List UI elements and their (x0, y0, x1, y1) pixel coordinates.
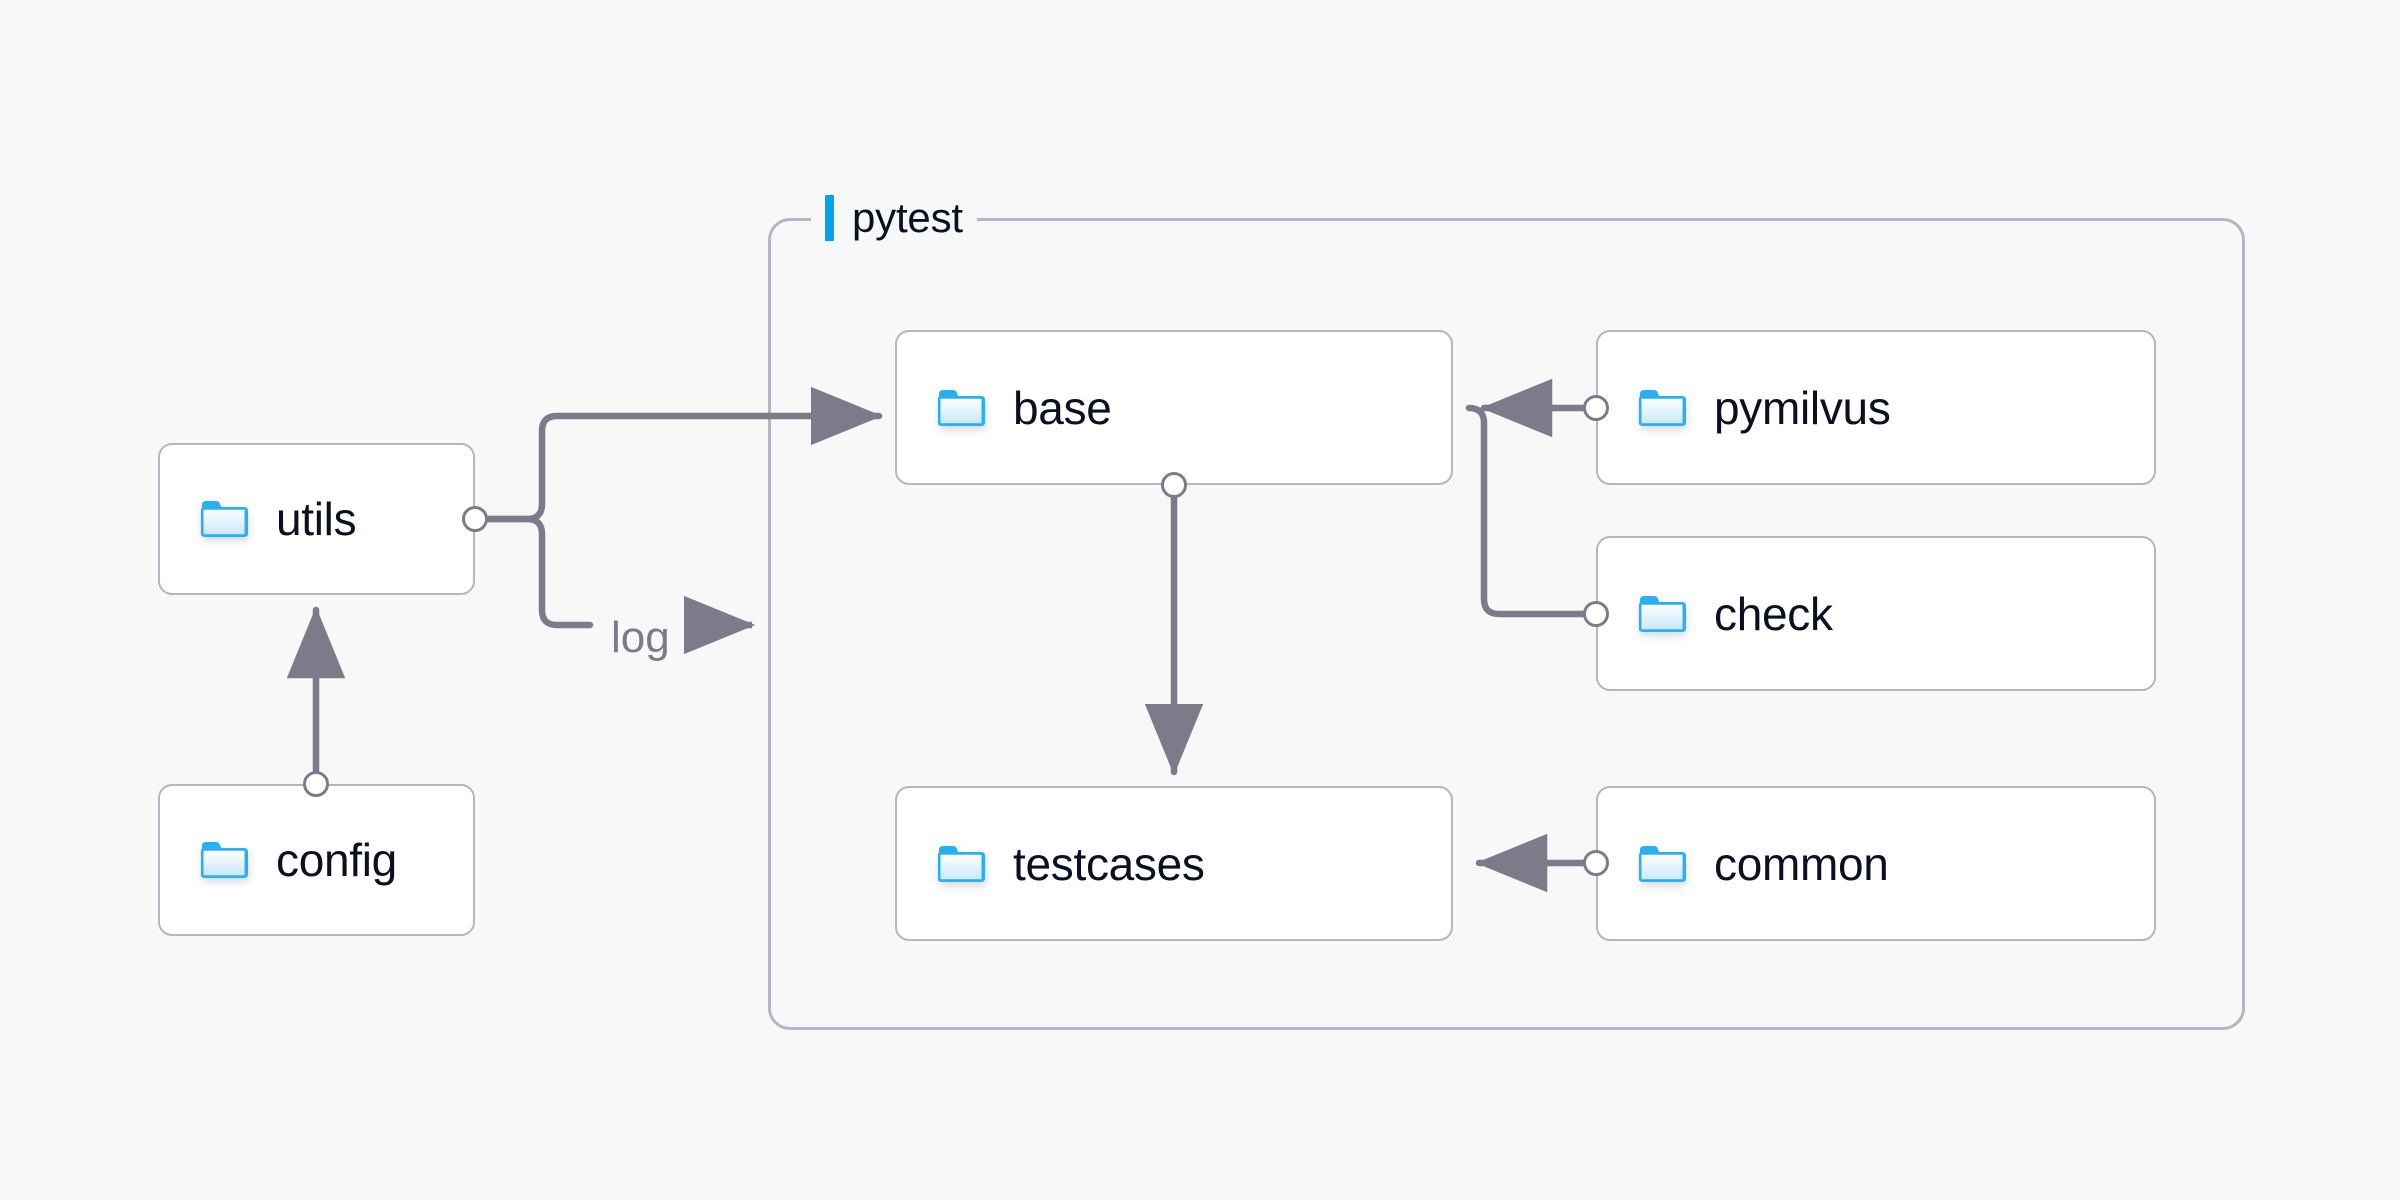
folder-icon (937, 844, 985, 884)
node-testcases[interactable]: testcases (895, 786, 1453, 941)
node-config[interactable]: config (158, 784, 475, 936)
node-check[interactable]: check (1596, 536, 2156, 691)
port-check-left[interactable] (1583, 601, 1609, 627)
node-label: common (1714, 837, 1889, 890)
folder-icon (1638, 594, 1686, 634)
node-common[interactable]: common (1596, 786, 2156, 941)
folder-icon (1638, 844, 1686, 884)
edge-utils-to-log (484, 515, 594, 629)
node-label: base (1013, 381, 1112, 434)
port-pymilvus-left[interactable] (1583, 395, 1609, 421)
node-pymilvus[interactable]: pymilvus (1596, 330, 2156, 485)
port-config-top[interactable] (303, 771, 329, 797)
folder-icon (937, 388, 985, 428)
group-container-pytest[interactable] (768, 218, 2245, 1030)
node-label: check (1714, 587, 1833, 640)
folder-icon (200, 499, 248, 539)
group-label-pytest: pytest (811, 186, 977, 250)
node-base[interactable]: base (895, 330, 1453, 485)
node-label: pymilvus (1714, 381, 1891, 434)
edge-label-log: log (611, 613, 670, 662)
port-common-left[interactable] (1583, 850, 1609, 876)
group-accent-bar (825, 195, 834, 241)
port-base-bottom[interactable] (1161, 472, 1187, 498)
port-utils-right[interactable] (462, 506, 488, 532)
node-label: utils (276, 493, 357, 545)
folder-icon (1638, 388, 1686, 428)
node-label: testcases (1013, 837, 1205, 890)
folder-icon (200, 840, 248, 880)
node-utils[interactable]: utils (158, 443, 475, 595)
node-label: config (276, 834, 397, 886)
group-label-text: pytest (852, 194, 963, 241)
